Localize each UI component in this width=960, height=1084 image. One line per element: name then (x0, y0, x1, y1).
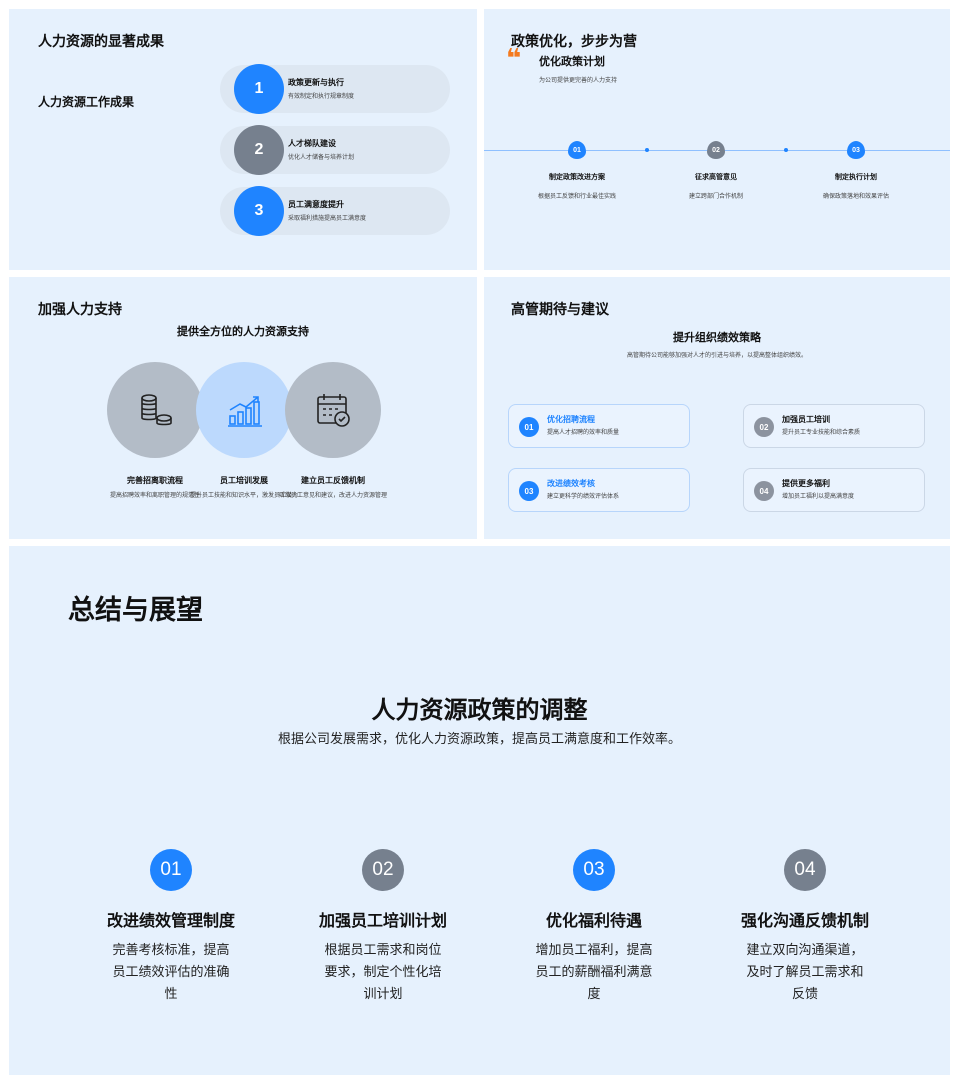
summary-item: 02 加强员工培训计划根据员工需求和岗位要求，制定个性化培训计划 (293, 849, 473, 1005)
calendar-check-icon (285, 362, 381, 458)
summary-item: 01 改进绩效管理制度完善考核标准，提高员工绩效评估的准确性 (81, 849, 261, 1005)
section-subtitle: 人力资源工作成果 (38, 95, 135, 109)
achievement-item: 2 人才梯队建设优化人才储备与培养计划 (220, 125, 450, 175)
section-heading: 优化政策计划 (539, 56, 605, 68)
item-title: 政策更新与执行 (288, 78, 344, 87)
slide-title: 总结与展望 (68, 595, 203, 625)
slide-summary-outlook: 总结与展望 人力资源政策的调整 根据公司发展需求，优化人力资源政策，提高员工满意… (9, 546, 950, 1075)
step-title: 制定执行计划 (835, 174, 877, 181)
card-desc: 提高人才招聘的效率和质量 (547, 430, 620, 436)
step-desc: 根据员工反馈和行业最佳实践 (537, 194, 616, 200)
item-desc: 优化人才储备与培养计划 (288, 155, 355, 161)
section-subtitle: 为公司提供更完善的人力支持 (539, 78, 618, 84)
support-item: 完善招离职流程提高招聘效率和离职管理的规范性 (100, 475, 210, 501)
summary-item: 04 强化沟通反馈机制建立双向沟通渠道，及时了解员工需求和反馈 (715, 849, 895, 1005)
achievement-item: 3 员工满意度提升采取福利措施提高员工满意度 (220, 186, 450, 236)
number-badge: 04 (784, 849, 826, 891)
section-heading: 提供全方位的人力资源支持 (177, 326, 309, 338)
timeline-step: 01 制定政策改进方案根据员工反馈和行业最佳实践 (507, 141, 647, 200)
slide-executive-expectations: 高管期待与建议 提升组织绩效策略 高管期待公司能够加强对人才的引进与培养，以提高… (484, 277, 950, 539)
item-title: 建立员工反馈机制 (301, 476, 365, 485)
item-title: 加强员工培训计划 (318, 913, 447, 930)
card-title: 改进绩效考核 (547, 479, 595, 488)
growth-chart-icon (196, 362, 292, 458)
slide-title: 高管期待与建议 (511, 301, 609, 317)
item-title: 人才梯队建设 (288, 139, 336, 148)
number-badge: 02 (754, 417, 774, 437)
section-heading: 人力资源政策的调整 (371, 697, 588, 724)
item-desc: 有效制定和执行规章制度 (288, 94, 355, 100)
achievement-item: 1 政策更新与执行有效制定和执行规章制度 (220, 64, 450, 114)
coins-icon (107, 362, 203, 458)
number-badge: 02 (362, 849, 404, 891)
item-title: 员工满意度提升 (288, 200, 344, 209)
item-desc: 根据员工需求和岗位要求，制定个性化培训计划 (324, 942, 442, 1001)
item-title: 改进绩效管理制度 (106, 913, 235, 930)
number-badge: 2 (234, 125, 284, 175)
item-desc: 听取员工意见和建议，改进人力资源管理 (278, 493, 387, 499)
step-desc: 确保政策落地和效果评估 (822, 194, 889, 200)
slide-title: 加强人力支持 (38, 301, 122, 317)
item-title: 完善招离职流程 (127, 476, 183, 485)
step-badge: 01 (568, 141, 586, 159)
number-badge: 3 (234, 186, 284, 236)
step-title: 征求高管意见 (695, 174, 737, 181)
number-badge: 03 (573, 849, 615, 891)
number-badge: 03 (519, 481, 539, 501)
number-badge: 1 (234, 64, 284, 114)
strategy-card: 03 改进绩效考核建立更科学的绩效评估体系 (508, 468, 690, 512)
item-desc: 建立双向沟通渠道，及时了解员工需求和反馈 (746, 942, 864, 1001)
item-desc: 提升员工技能和知识水平，激发员工潜力 (189, 493, 298, 499)
card-title: 提供更多福利 (782, 479, 830, 488)
item-title: 员工培训发展 (220, 476, 268, 485)
summary-item: 03 优化福利待遇增加员工福利，提高员工的薪酬福利满意度 (504, 849, 684, 1005)
slide-policy-optimization: 政策优化，步步为营 ❝ 优化政策计划 为公司提供更完善的人力支持 01 制定政策改… (484, 9, 950, 270)
item-title: 优化福利待遇 (545, 913, 642, 930)
section-subtitle: 根据公司发展需求，优化人力资源政策，提高员工满意度和工作效率。 (277, 731, 681, 746)
section-heading: 提升组织绩效策略 (673, 332, 761, 344)
step-desc: 建立跨部门合作机制 (688, 194, 743, 200)
section-subtitle: 高管期待公司能够加强对人才的引进与培养，以提高整体组织绩效。 (626, 353, 807, 359)
strategy-card: 01 优化招聘流程提高人才招聘的效率和质量 (508, 404, 690, 448)
slide-hr-support: 加强人力支持 提供全方位的人力资源支持 完善招离职流程提高招聘效率和离职管理的规… (9, 277, 477, 539)
number-badge: 04 (754, 481, 774, 501)
quote-icon: ❝ (506, 43, 522, 73)
card-title: 优化招聘流程 (547, 415, 595, 424)
slide-title: 人力资源的显著成果 (38, 33, 164, 49)
slide-title: 政策优化，步步为营 (511, 33, 637, 49)
slide-hr-achievements: 人力资源的显著成果 人力资源工作成果 1 政策更新与执行有效制定和执行规章制度 2… (9, 9, 477, 270)
step-badge: 03 (847, 141, 865, 159)
item-desc: 增加员工福利，提高员工的薪酬福利满意度 (535, 942, 653, 1001)
timeline-step: 03 制定执行计划确保政策落地和效果评估 (786, 141, 926, 200)
step-badge: 02 (707, 141, 725, 159)
item-desc: 采取福利措施提高员工满意度 (288, 216, 367, 222)
support-item: 建立员工反馈机制听取员工意见和建议，改进人力资源管理 (278, 475, 388, 501)
timeline-dot (784, 148, 788, 152)
card-title: 加强员工培训 (782, 415, 830, 424)
support-item: 员工培训发展提升员工技能和知识水平，激发员工潜力 (189, 475, 299, 501)
item-desc: 完善考核标准，提高员工绩效评估的准确性 (112, 942, 230, 1001)
timeline-step: 02 征求高管意见建立跨部门合作机制 (646, 141, 786, 200)
item-desc: 提高招聘效率和离职管理的规范性 (109, 493, 200, 499)
strategy-card: 02 加强员工培训提升员工专业技能和综合素质 (743, 404, 925, 448)
number-badge: 01 (519, 417, 539, 437)
number-badge: 01 (150, 849, 192, 891)
strategy-card: 04 提供更多福利增加员工福利以提高满意度 (743, 468, 925, 512)
step-title: 制定政策改进方案 (549, 174, 605, 181)
timeline-dot (645, 148, 649, 152)
card-desc: 增加员工福利以提高满意度 (782, 494, 855, 500)
card-desc: 建立更科学的绩效评估体系 (547, 494, 620, 500)
item-title: 强化沟通反馈机制 (740, 913, 869, 930)
card-desc: 提升员工专业技能和综合素质 (782, 430, 861, 436)
